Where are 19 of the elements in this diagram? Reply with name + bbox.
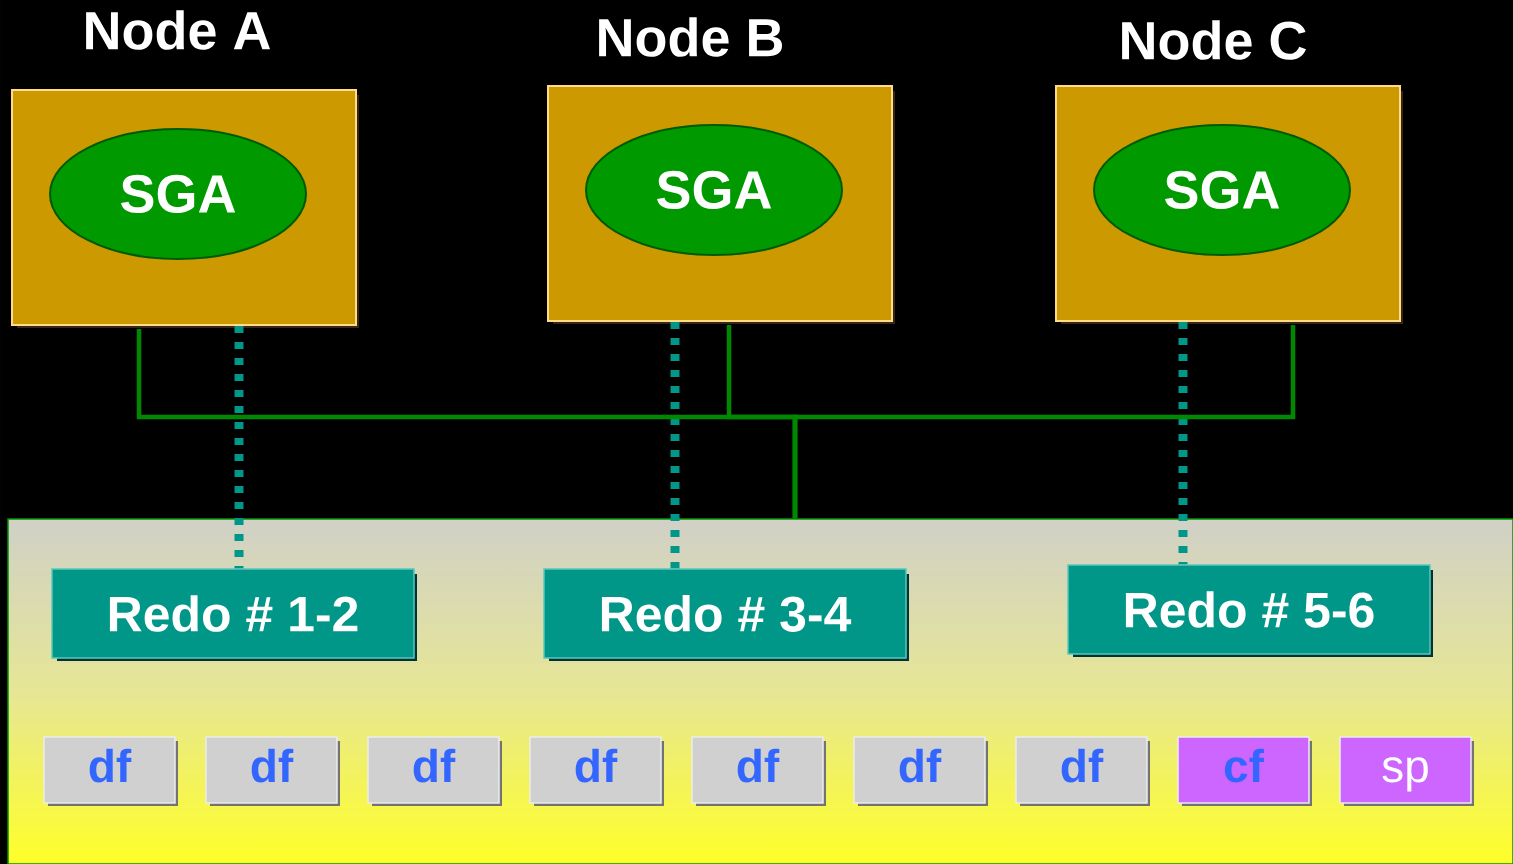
file-box: df bbox=[691, 736, 826, 806]
file-box: df bbox=[367, 736, 502, 806]
redo-log-box: Redo # 5-6 bbox=[1067, 564, 1433, 657]
file-box: df bbox=[205, 736, 340, 806]
file-box: df bbox=[43, 736, 178, 806]
node-label: Node B bbox=[599, 17, 783, 57]
file-box: sp bbox=[1339, 736, 1474, 806]
node-label: Node C bbox=[1122, 20, 1306, 60]
redo-log-box: Redo # 3-4 bbox=[543, 568, 909, 661]
file-box: df bbox=[529, 736, 664, 806]
redo-log-box: Redo # 1-2 bbox=[51, 568, 417, 661]
file-box: df bbox=[853, 736, 988, 806]
dotted-link bbox=[670, 322, 680, 569]
file-box: df bbox=[1015, 736, 1150, 806]
node-label: Node A bbox=[86, 10, 271, 50]
file-box: cf bbox=[1177, 736, 1312, 806]
dotted-link bbox=[234, 326, 244, 569]
dotted-link bbox=[1178, 322, 1188, 565]
bus-line bbox=[792, 325, 1296, 519]
